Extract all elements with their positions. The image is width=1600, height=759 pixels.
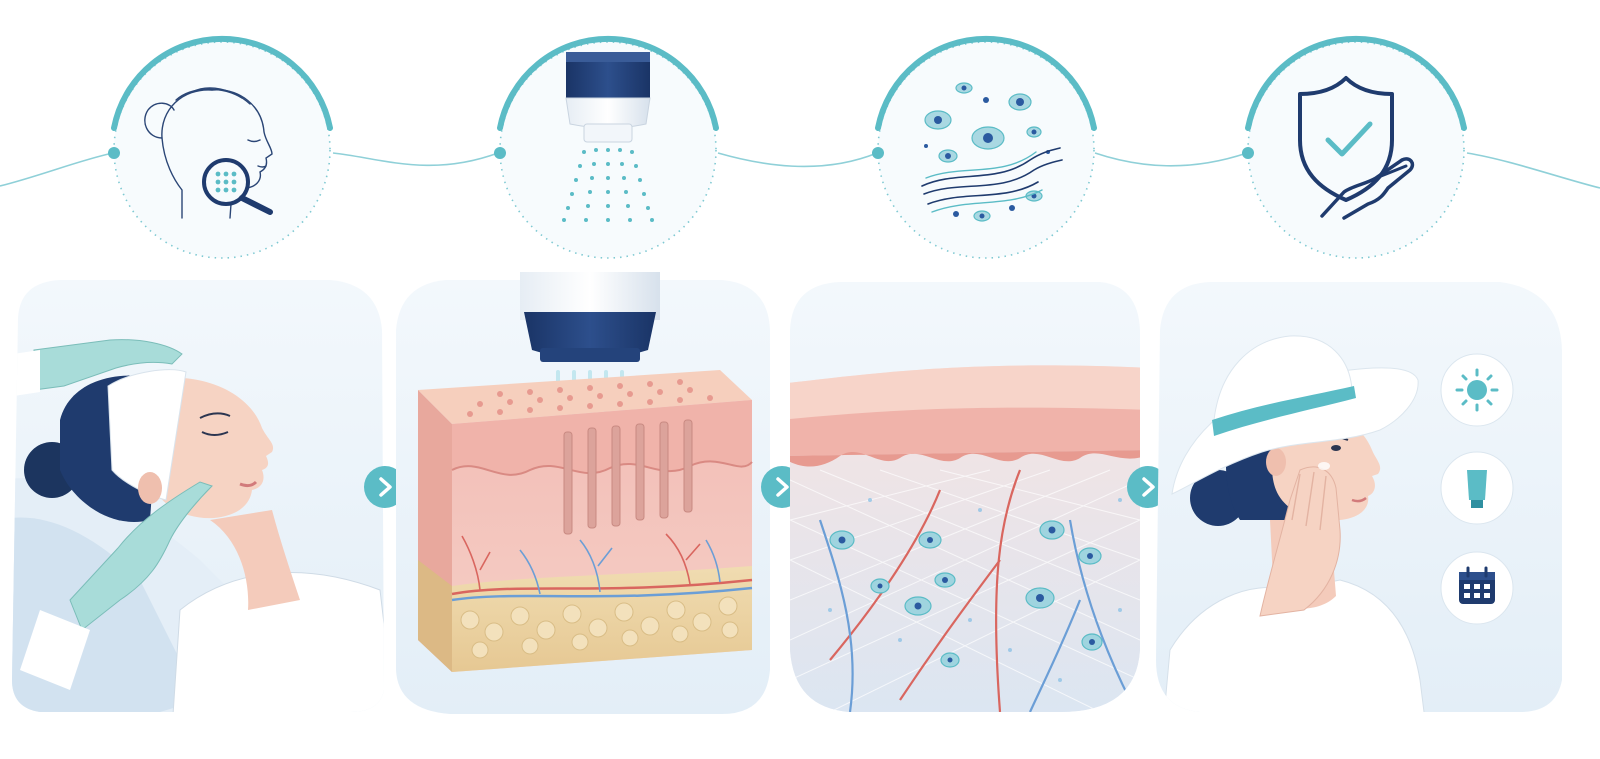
sun-protection-aftercare	[1159, 335, 1431, 712]
facial-skin-consultation	[12, 339, 384, 712]
sunscreen-tube-icon	[1440, 451, 1514, 525]
step-2-icon-circle	[494, 35, 719, 259]
shield-checkmark-hand-icon	[1298, 76, 1415, 220]
timeline	[0, 152, 1600, 189]
laser-handpiece-beams-icon	[562, 52, 654, 222]
dermis-collagen-remodeling	[790, 365, 1140, 712]
step-4-illustration-panel	[1156, 282, 1562, 712]
next-arrow-1	[364, 466, 406, 508]
step-1-icon-circle	[108, 35, 333, 259]
cells-collagen-regeneration-icon	[921, 82, 1063, 222]
face-analysis-magnifier-icon	[144, 87, 273, 219]
timeline-wave	[0, 152, 1600, 189]
laser-microchannels-skin-block	[418, 272, 753, 672]
calendar-icon	[1440, 551, 1514, 625]
step-3-illustration-panel	[790, 282, 1140, 712]
next-arrow-icon	[379, 477, 392, 497]
step-3-icon-circle	[872, 35, 1097, 259]
sun-icon	[1440, 353, 1514, 427]
step-4-icon-circle	[1242, 35, 1467, 259]
step-2-illustration-panel	[396, 272, 770, 714]
next-arrow-icon	[776, 477, 789, 497]
step-1-illustration-panel	[12, 280, 384, 712]
magnifier	[202, 158, 273, 215]
next-arrow-icon	[1142, 477, 1155, 497]
